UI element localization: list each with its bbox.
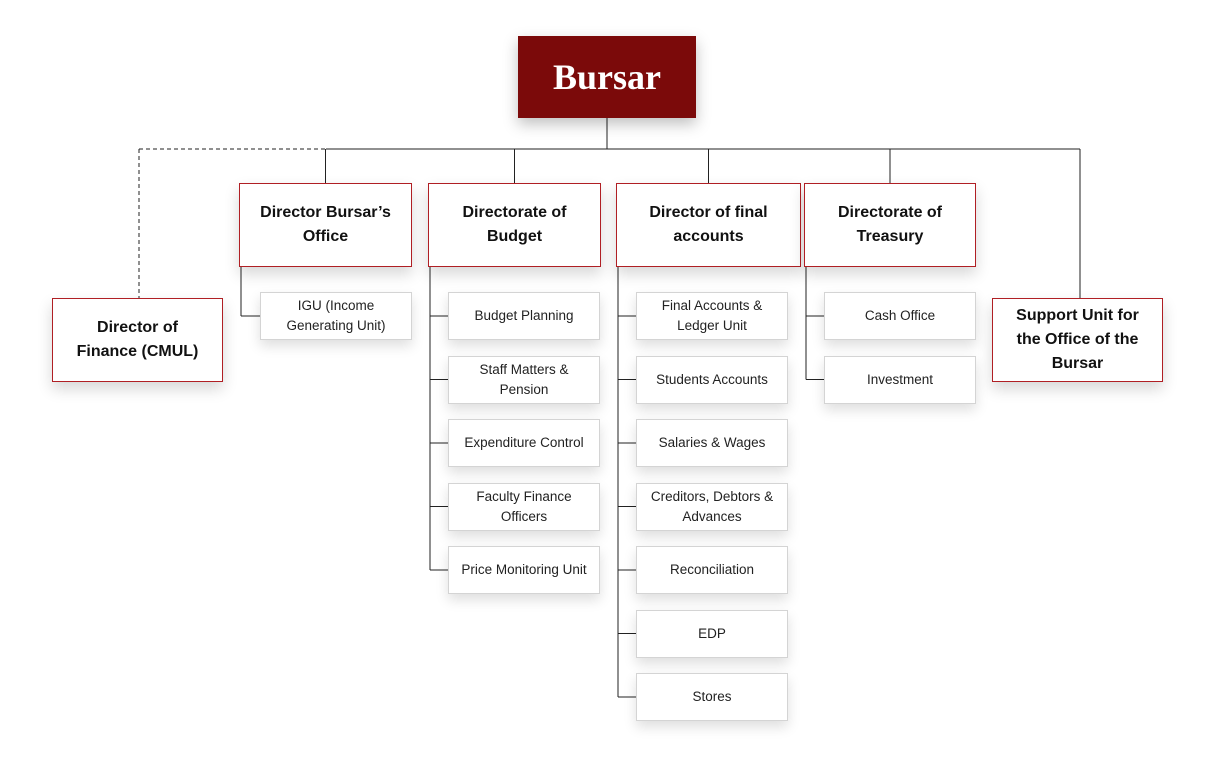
unit-label: Stores	[692, 689, 732, 704]
director-of-finance-label: Director of Finance (CMUL)	[76, 319, 199, 360]
bursar-box: Bursar	[518, 36, 696, 118]
unit-box: Expenditure Control	[448, 419, 600, 467]
support-unit-label: Support Unit for the Office of the Bursa…	[1016, 307, 1139, 372]
unit-label: IGU (Income Generating Unit)	[286, 298, 386, 333]
unit-box: Budget Planning	[448, 292, 600, 340]
unit-label: Budget Planning	[474, 308, 574, 323]
director-of-finance-box: Director of Finance (CMUL)	[52, 298, 223, 382]
unit-label: Faculty Finance Officers	[476, 488, 572, 524]
unit-label: Salaries & Wages	[658, 435, 766, 450]
unit-box: EDP	[636, 609, 788, 658]
unit-label: Cash Office	[864, 308, 936, 323]
directorate-of-treasury-label: Directorate of Treasury	[837, 204, 943, 245]
director-bursars-office-label: Director Bursar’s Office	[260, 204, 391, 245]
directorate-of-budget-box: Directorate of Budget	[428, 183, 601, 267]
unit-box: Investment	[824, 355, 976, 404]
unit-label: Staff Matters & Pension	[479, 361, 569, 397]
unit-box: Students Accounts	[636, 355, 788, 404]
directorate-of-treasury-box: Directorate of Treasury	[804, 183, 976, 267]
unit-box: Salaries & Wages	[636, 419, 788, 467]
unit-label: Expenditure Control	[464, 435, 584, 450]
unit-label: Final Accounts & Ledger Unit	[661, 298, 763, 333]
unit-box: Creditors, Debtors & Advances	[636, 482, 788, 531]
unit-label: Reconciliation	[669, 562, 755, 577]
bursar-label: Bursar	[553, 57, 661, 97]
director-of-final-accounts-box: Director of final accounts	[616, 183, 801, 267]
unit-box: Price Monitoring Unit	[448, 546, 600, 594]
unit-label: EDP	[698, 625, 726, 641]
unit-box: Reconciliation	[636, 546, 788, 594]
directorate-of-budget-label: Directorate of Budget	[462, 204, 567, 245]
unit-box: Stores	[636, 673, 788, 721]
unit-box: Faculty Finance Officers	[448, 482, 600, 531]
unit-box: Staff Matters & Pension	[448, 355, 600, 404]
unit-label: Price Monitoring Unit	[461, 562, 587, 577]
connector-lines	[138, 118, 1081, 698]
director-of-final-accounts-label: Director of final accounts	[649, 204, 768, 245]
unit-label: Creditors, Debtors & Advances	[650, 488, 774, 524]
unit-box: IGU (Income Generating Unit)	[260, 292, 412, 340]
support-unit-box: Support Unit for the Office of the Bursa…	[992, 298, 1163, 382]
unit-box: Cash Office	[824, 292, 976, 340]
unit-box: Final Accounts & Ledger Unit	[636, 292, 788, 340]
unit-label: Students Accounts	[656, 371, 768, 387]
director-bursars-office-box: Director Bursar’s Office	[239, 183, 412, 267]
unit-label: Investment	[866, 371, 934, 387]
